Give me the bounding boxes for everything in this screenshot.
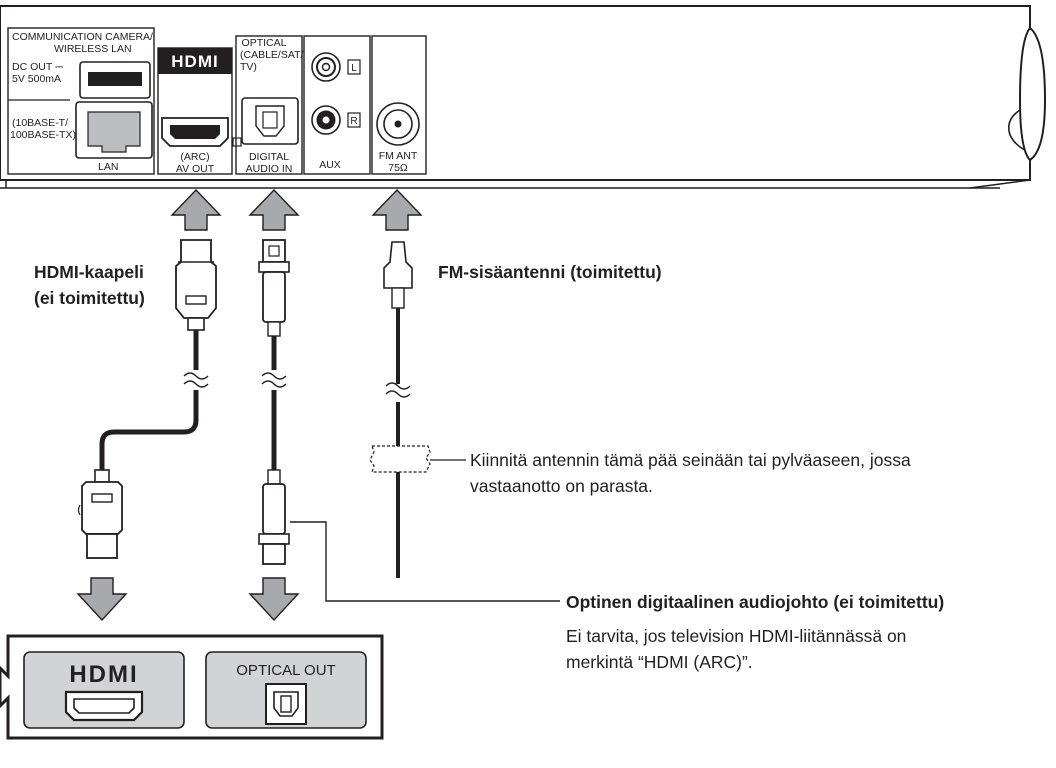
audio-in-label: AUDIO IN [246,163,293,175]
hdmi-cable-note: (ei toimitettu) [34,288,145,308]
optical-source-label: (CABLE/SAT/ [240,49,303,61]
optical-tv-label: TV) [240,61,257,73]
dc-out-label: DC OUT ⎓ [12,61,64,73]
aux-label: AUX [319,159,341,171]
lan-spec-line1: (10BASE-T/ [12,117,68,129]
usb-port-icon [79,61,151,99]
callout-labels: HDMI-kaapeli (ei toimitettu) FM-sisäante… [34,262,944,672]
aux-left-jack-icon [311,52,341,82]
aux-left-mark: L [351,63,357,74]
arrows-down [76,577,300,622]
wireless-lan-label: WIRELESS LAN [54,43,132,55]
fm-ant-impedance: 75Ω [388,162,408,174]
dc-out-spec: 5V 500mA [12,73,61,85]
digital-label: DIGITAL [249,151,289,163]
fm-antenna-jack-icon [376,102,420,146]
optical-cable [258,239,560,602]
attach-note-line1: Kiinnitä antennin tämä pää seinään tai p… [470,450,911,470]
aux-right-mark: R [350,116,357,127]
optical-in-block: OPTICAL (CABLE/SAT/ TV) DIGITAL AUDIO IN [235,35,303,175]
fm-antenna-wire [369,241,466,578]
arrows-up [170,188,423,231]
fm-antenna-label: FM-sisäantenni (toimitettu) [438,262,662,282]
optical-note-line1: Ei tarvita, jos television HDMI-liitännä… [566,626,906,646]
lan-port-icon [75,101,153,159]
attach-note-line2: vastaanotto on parasta. [470,476,653,496]
tv-panel: HDMI OPTICAL OUT [0,634,384,740]
hdmi-logo-device: HDMI [171,52,218,71]
fm-antenna-block: FM ANT 75Ω [371,35,427,175]
hdmi-cable [77,239,217,559]
aux-right-jack-icon [311,105,341,135]
mounting-tape-icon [369,445,431,473]
arrow-up-optical [248,188,300,231]
hdmi-port-icon [161,117,229,147]
optical-port-icon [241,97,299,145]
hdmi-logo-tv: HDMI [69,661,138,688]
arc-label: (ARC) [180,151,209,163]
av-out-label: AV OUT [176,163,215,175]
arrow-up-fm [371,188,423,231]
optical-label: OPTICAL [242,37,287,49]
lan-spec-line2: 100BASE-TX) [10,129,76,141]
tv-optical-out-block: OPTICAL OUT [205,651,367,729]
tv-hdmi-port-icon [64,690,144,722]
arrow-down-hdmi [76,577,128,622]
optical-note-line2: merkintä “HDMI (ARC)”. [566,652,753,672]
optical-out-label: OPTICAL OUT [236,662,335,679]
arrow-down-optical [248,577,300,622]
tv-optical-port-icon [265,683,307,725]
device-rear-panel: COMMUNICATION CAMERA/ WIRELESS LAN DC OU… [0,5,1047,189]
fm-ant-label: FM ANT [379,150,418,162]
aux-block: L R AUX [303,35,371,175]
lan-port-block: COMMUNICATION CAMERA/ WIRELESS LAN DC OU… [7,27,155,175]
hdmi-cable-label: HDMI-kaapeli [34,262,144,282]
arrow-up-hdmi [170,188,222,231]
optical-cable-label: Optinen digitaalinen audiojohto (ei toim… [566,592,944,612]
tv-hdmi-port-block: HDMI [23,651,185,729]
lan-label: LAN [98,161,118,173]
hdmi-av-out-block: HDMI (ARC) AV OUT [157,47,242,175]
comm-camera-label: COMMUNICATION CAMERA/ [12,31,153,43]
